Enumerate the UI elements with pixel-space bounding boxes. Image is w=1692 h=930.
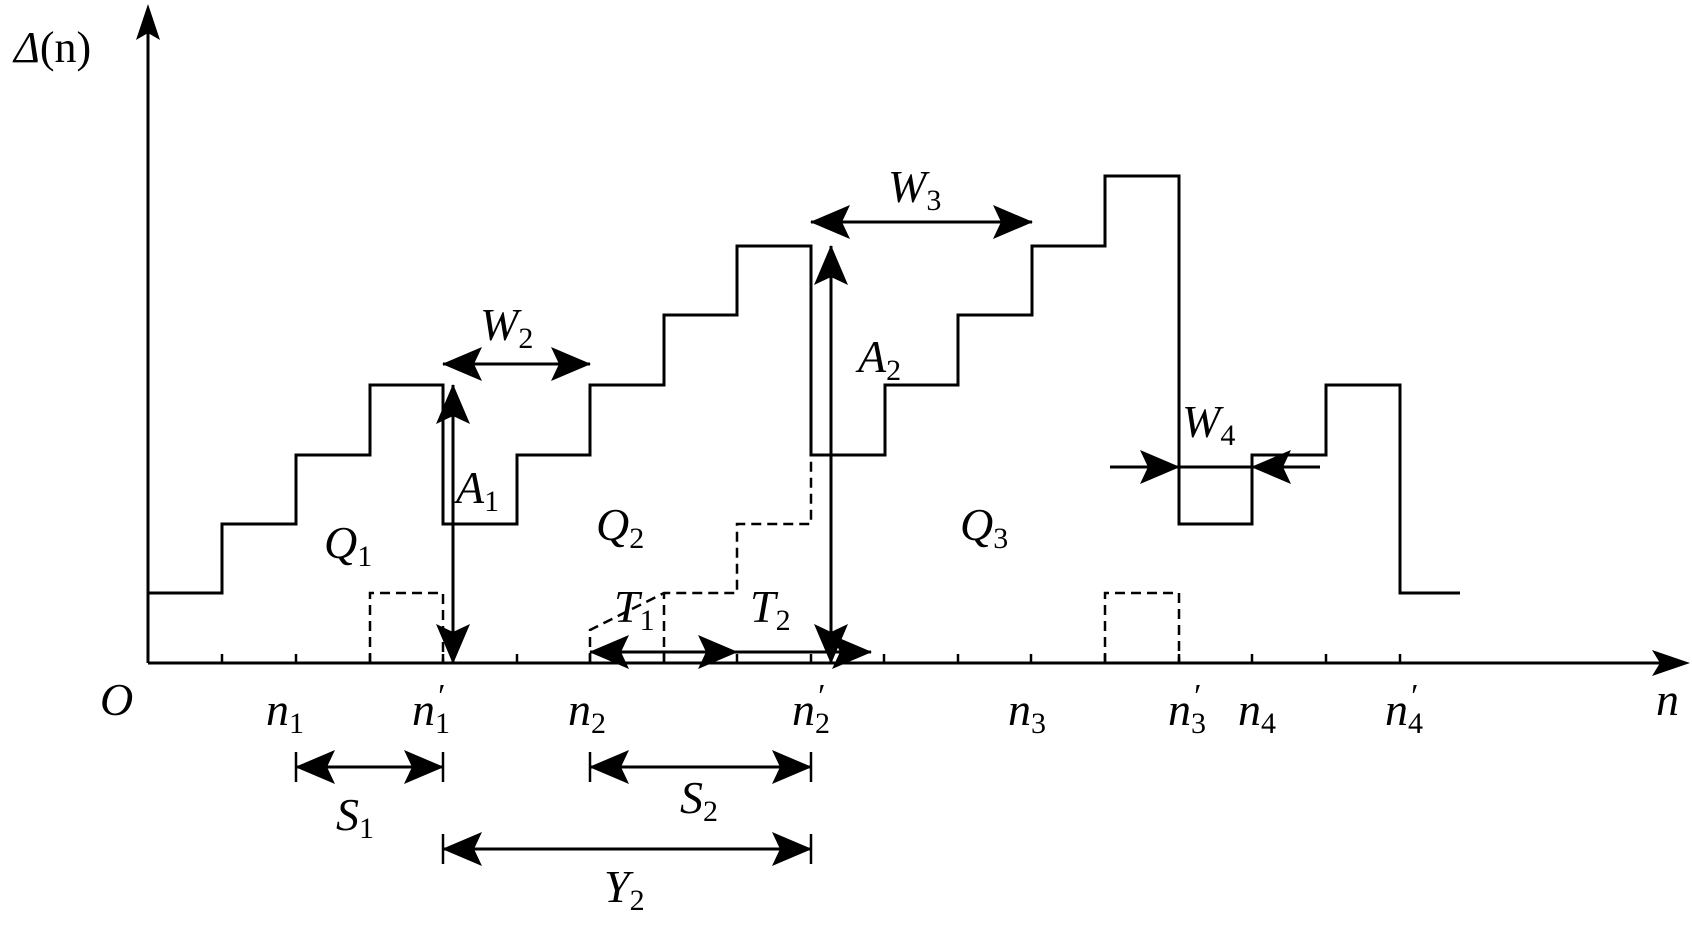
label-w4: W4 <box>1182 396 1235 452</box>
annotation-labels: W2 W3 W4 A1 A2 Q1 Q2 Q3 T1 T2 S1 S2 Y2 <box>324 161 1235 917</box>
tick-label-n1: n1 <box>266 684 304 740</box>
label-a2: A2 <box>855 331 901 387</box>
y-axis-label: Δ(n) <box>12 23 91 72</box>
tick-label-n2-prime: n2′ <box>792 678 830 740</box>
tick-label-n3-prime: n3′ <box>1168 678 1206 740</box>
tick-label-n2: n2 <box>568 684 606 740</box>
label-q1: Q1 <box>324 517 372 573</box>
x-axis-label: n <box>1656 674 1679 725</box>
label-w3: W3 <box>888 161 941 217</box>
tick-label-n3: n3 <box>1008 684 1046 740</box>
tick-label-n4-prime: n4′ <box>1385 678 1423 740</box>
label-w2: W2 <box>480 299 533 355</box>
origin-label: O <box>100 674 133 725</box>
y-axis-arrowhead-icon <box>136 4 160 40</box>
label-a1: A1 <box>453 462 499 518</box>
label-t2: T2 <box>750 581 791 637</box>
label-t1: T1 <box>614 581 655 637</box>
label-y2: Y2 <box>604 861 645 917</box>
staircase-curve <box>148 174 1460 595</box>
label-s2: S2 <box>680 772 718 828</box>
label-s1: S1 <box>336 789 374 845</box>
tick-label-n1-prime: n1′ <box>412 678 450 740</box>
label-q3: Q3 <box>960 499 1008 555</box>
tick-label-n4: n4 <box>1238 684 1276 740</box>
x-tick-labels: n1 n1′ n2 n2′ n3 n3′ n4 n4′ <box>266 678 1423 740</box>
x-axis-arrowhead-icon <box>1652 650 1690 676</box>
label-q2: Q2 <box>596 499 644 555</box>
